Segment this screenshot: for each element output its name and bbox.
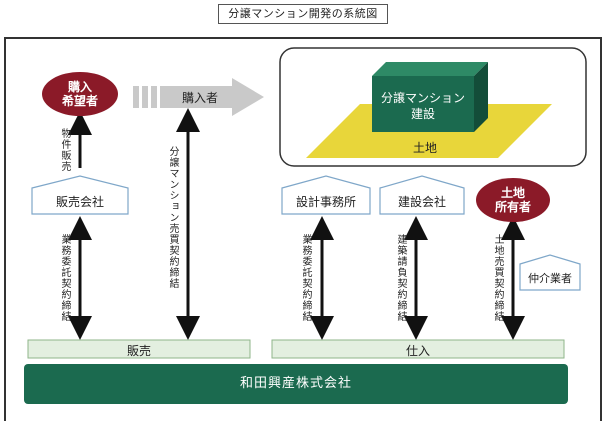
purchase-bar-label: 仕入 xyxy=(405,344,430,358)
purchase-bar xyxy=(271,339,565,359)
buyer-wish-oval: 購入 希望者 xyxy=(42,72,118,116)
land-contract-label: 土地売買契約締結 xyxy=(492,234,503,322)
mansion-building xyxy=(372,62,488,132)
company-band xyxy=(24,364,568,404)
land-owner-oval: 土地 所有者 xyxy=(476,178,550,222)
company-name: 和田興産株式会社 xyxy=(239,376,352,391)
construction-company-shape xyxy=(379,175,465,215)
diagram-title: 分譲マンション開発の系統図 xyxy=(218,4,388,24)
sales-company-label: 販売会社 xyxy=(55,195,104,209)
design-office-label: 設計事務所 xyxy=(295,195,356,209)
land-owner-label: 土地 所有者 xyxy=(494,186,531,214)
buyer-label: 購入者 xyxy=(181,91,218,105)
buyer-arrow xyxy=(133,78,264,116)
outer-frame xyxy=(4,37,602,421)
design-office-shape xyxy=(281,175,371,215)
broker-label: 仲介業者 xyxy=(528,272,572,285)
sales-contract-label: 業務委託契約締結 xyxy=(59,234,70,322)
construction-company-label: 建設会社 xyxy=(397,195,446,209)
sales-bar xyxy=(27,339,251,359)
land-label: 土地 xyxy=(412,141,437,155)
sales-company-shape xyxy=(31,175,129,215)
property-sales-label: 物件販売 xyxy=(59,128,70,172)
mansion-label: 分譲マンション 建設 xyxy=(380,91,465,121)
construction-contract-label: 建築請負契約締結 xyxy=(395,234,406,322)
mansion-contract-label: 分譲マンション売買契約締結 xyxy=(167,146,178,289)
design-contract-label: 業務委託契約締結 xyxy=(300,234,311,322)
buyer-wish-label: 購入 希望者 xyxy=(61,80,98,108)
sales-bar-label: 販売 xyxy=(126,344,151,358)
